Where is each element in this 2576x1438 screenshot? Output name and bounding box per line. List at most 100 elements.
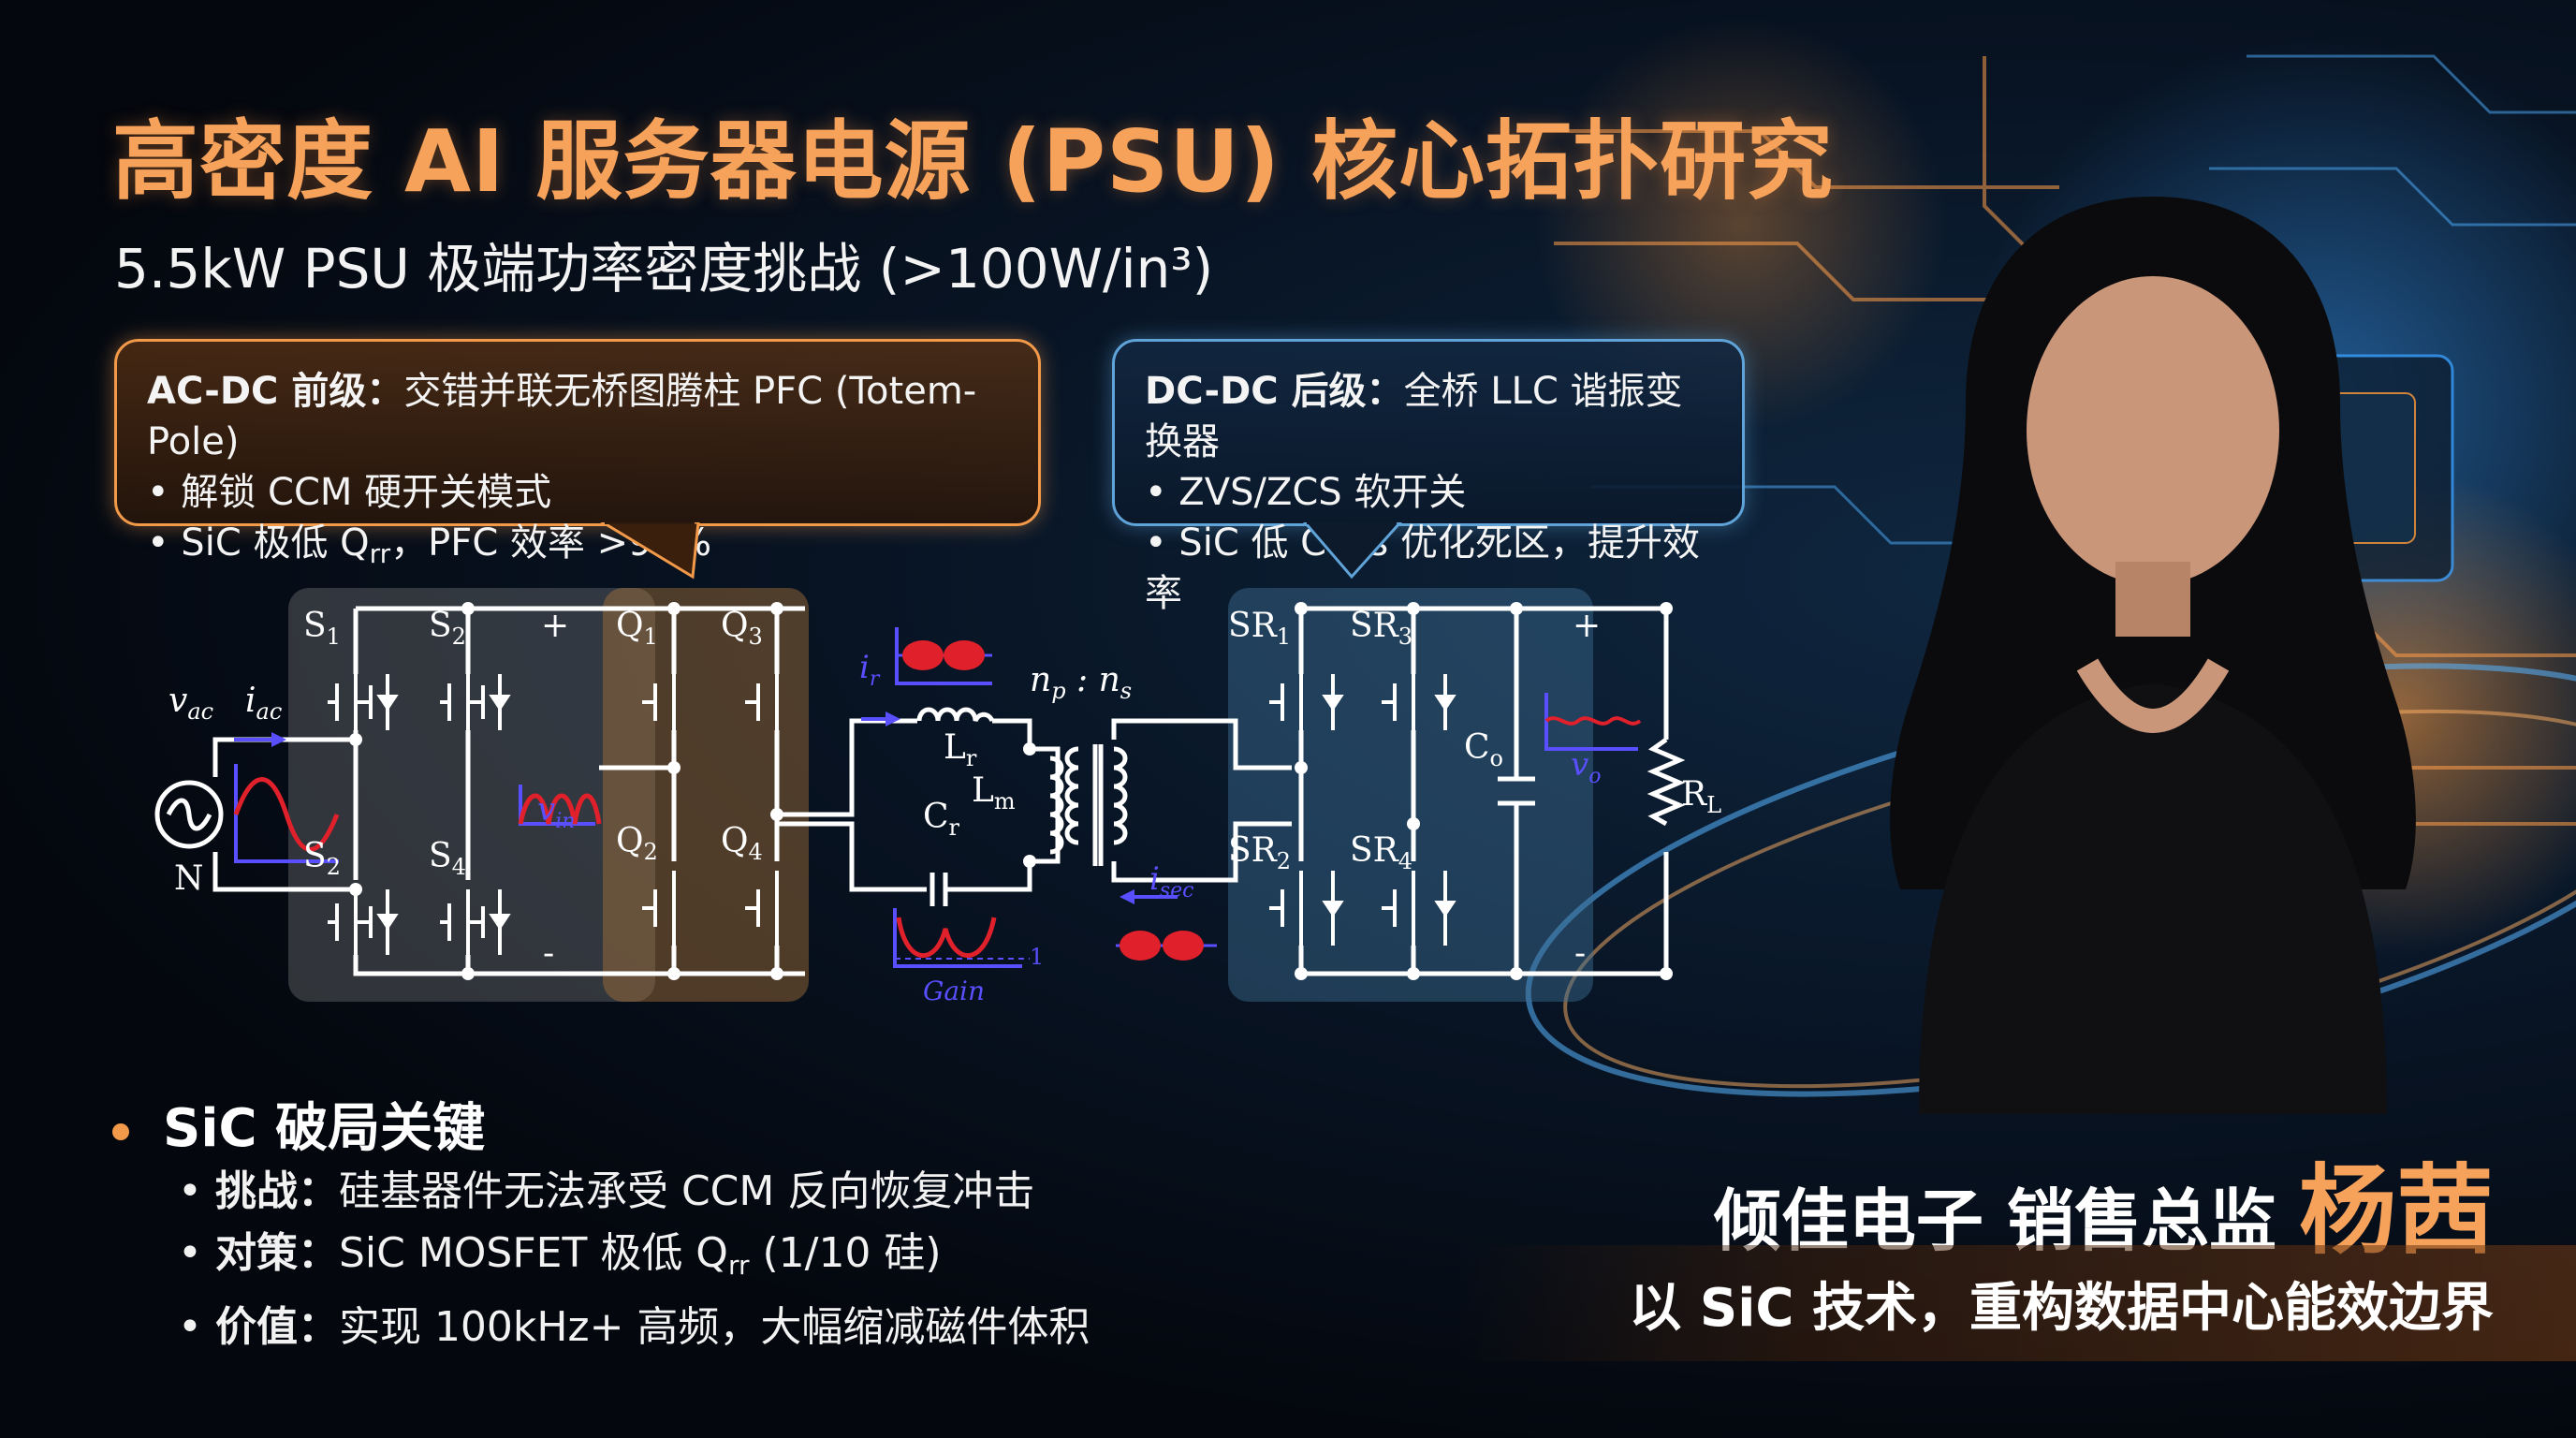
label-iac: iac (245, 682, 282, 725)
mosfet-sr1-icon (1269, 674, 1344, 730)
circuit-components (154, 707, 1686, 906)
transformer-secondary-icon (1113, 746, 1128, 845)
mosfet-q1-icon (642, 674, 676, 730)
waveform-ir (861, 627, 992, 726)
label-co: Co (1464, 728, 1503, 771)
tagline-background (1460, 1245, 2576, 1361)
section-heading: SiC 破局关键 (112, 1086, 485, 1162)
label-sr3: SR3 (1350, 607, 1412, 650)
label-lm: Lm (972, 771, 1016, 814)
label-ir: ir (859, 649, 881, 691)
pfc-switch-group (288, 588, 655, 1002)
callout-dc-dc-item-2: • SiC 低 Coss 优化死区，提升效率 (1145, 521, 1700, 615)
callout-ac-dc-item-2: • SiC 极低 Qrr，PFC 效率 >99% (147, 518, 1008, 580)
label-isec: isec (1149, 860, 1194, 902)
label-s4: S4 (429, 837, 466, 880)
label-q4: Q4 (721, 822, 763, 865)
label-lr: Lr (944, 728, 977, 771)
label-minus-output: - (1574, 934, 1586, 973)
bullet-value-text: 实现 100kHz+ 高频，大幅缩减磁件体积 (338, 1303, 1090, 1351)
mosfet-s4-icon (440, 889, 511, 955)
label-turns-ratio: np : ns (1030, 661, 1132, 704)
callout-ac-dc-item-1: • 解锁 CCM 硬开关模式 (147, 471, 552, 514)
callout-dc-dc-item-1: • ZVS/ZCS 软开关 (1145, 471, 1467, 514)
bullet-challenge-text: 硅基器件无法承受 CCM 反向恢复冲击 (338, 1167, 1035, 1215)
callout-dc-dc: DC-DC 后级：全桥 LLC 谐振变换器 • ZVS/ZCS 软开关 • Si… (1112, 339, 1745, 615)
bullet-value: • 价值：实现 100kHz+ 高频，大幅缩减磁件体积 (178, 1303, 1090, 1351)
sr-bridge-group (1228, 588, 1593, 1002)
label-gain: Gain (923, 976, 985, 1006)
callout-ac-dc: AC-DC 前级：交错并联无桥图腾柱 PFC (Totem-Pole) • 解锁… (114, 339, 1041, 569)
bullet-dot-icon (112, 1123, 129, 1140)
label-cr: Cr (923, 798, 960, 841)
bullet-value-label: 价值： (214, 1303, 339, 1351)
waveform-vac-iac (233, 732, 340, 863)
presenter-tagline: 以 SiC 技术，重构数据中心能效边界 (1629, 1278, 2494, 1339)
label-vin: vin (537, 791, 575, 833)
resonant-inductor-icon (916, 707, 995, 723)
callout-ac-dc-heading: AC-DC 前级：交错并联无桥图腾柱 PFC (Totem-Pole) (147, 366, 1008, 467)
magnetizing-inductor-icon (1049, 756, 1064, 855)
page-title: 高密度 AI 服务器电源 (PSU) 核心拓扑研究 (112, 111, 1835, 212)
bullet-strategy-text: SiC MOSFET 极低 Q (338, 1229, 728, 1277)
label-s1: S1 (303, 607, 341, 650)
item2-sub: rr (369, 538, 391, 569)
callout-dc-dc-heading-rest: 全桥 LLC 谐振变换器 (1145, 370, 1683, 463)
label-q1: Q1 (616, 607, 658, 650)
item2-pre: • SiC 极低 Q (147, 521, 370, 565)
callout-dc-dc-heading: DC-DC 后级：全桥 LLC 谐振变换器 (1145, 366, 1712, 467)
label-plus-dc-bus: + (541, 607, 569, 645)
mosfet-s2-icon (440, 674, 511, 730)
mosfet-q3-icon (745, 674, 779, 730)
bullet-strategy: • 对策：SiC MOSFET 极低 Qrr (1/10 硅) (178, 1229, 942, 1281)
presenter-photo (1890, 197, 2416, 1114)
bullet-strategy-post: (1/10 硅) (749, 1229, 942, 1277)
bullet-challenge: • 挑战：硅基器件无法承受 CCM 反向恢复冲击 (178, 1167, 1035, 1215)
label-q3: Q3 (721, 607, 763, 650)
page-subtitle: 5.5kW PSU 极端功率密度挑战 (>100W/in³) (114, 237, 1214, 301)
label-minus-dc-bus: - (543, 934, 554, 973)
label-vac: vac (168, 682, 213, 725)
resonant-capacitor-icon (929, 873, 948, 906)
label-plus-output: + (1573, 607, 1601, 645)
bullet-strategy-label: 对策： (214, 1229, 339, 1277)
callout-dc-dc-pointer (1303, 522, 1403, 580)
bullet-strategy-sub: rr (727, 1250, 750, 1281)
mosfet-symbols (328, 674, 1456, 955)
load-resistor-icon (1647, 737, 1686, 827)
label-sr1: SR1 (1228, 607, 1291, 650)
waveform-gain (893, 908, 1030, 968)
mosfet-sr2-icon (1269, 871, 1344, 946)
label-gain-one: 1 (1030, 944, 1044, 970)
label-q2: Q2 (616, 822, 658, 865)
label-vo: vo (1571, 746, 1601, 788)
label-rl: RL (1681, 775, 1721, 818)
mosfet-q4-icon (745, 871, 779, 946)
transformer-primary-icon (1064, 746, 1079, 845)
callout-ac-dc-heading-rest: 交错并联无桥图腾柱 PFC (Totem-Pole) (147, 370, 977, 463)
bullet-challenge-label: 挑战： (214, 1167, 339, 1215)
label-sr2: SR2 (1228, 831, 1291, 874)
mosfet-s1-icon (328, 674, 399, 730)
psu-circuit-diagram: S1 S2 S2 S4 Q1 Q3 Q2 Q4 SR1 SR3 SR2 SR4 … (154, 588, 1721, 1006)
waveform-vo (1544, 693, 1642, 751)
label-neutral: N (174, 859, 204, 898)
callout-dc-dc-heading-bold: DC-DC 后级： (1145, 370, 1404, 413)
callout-ac-dc-heading-bold: AC-DC 前级： (147, 370, 404, 413)
mosfet-s3-icon (328, 889, 399, 955)
section-heading-text: SiC 破局关键 (163, 1098, 486, 1159)
label-s3: S2 (303, 837, 341, 880)
mosfet-sr4-icon (1382, 871, 1456, 946)
callout-ac-dc-pointer (600, 522, 700, 580)
mosfet-q2-icon (642, 871, 676, 946)
label-sr4: SR4 (1350, 831, 1412, 874)
waveform-vin (518, 785, 602, 826)
junction-dots (349, 602, 1673, 980)
waveform-isec (1116, 889, 1217, 961)
sic-bullet-list: • 挑战：硅基器件无法承受 CCM 反向恢复冲击 • 对策：SiC MOSFET… (178, 1161, 1090, 1358)
ac-source-icon (154, 780, 224, 849)
mosfet-sr3-icon (1382, 674, 1456, 730)
output-capacitor-icon (1498, 776, 1535, 806)
label-s2: S2 (429, 607, 466, 650)
